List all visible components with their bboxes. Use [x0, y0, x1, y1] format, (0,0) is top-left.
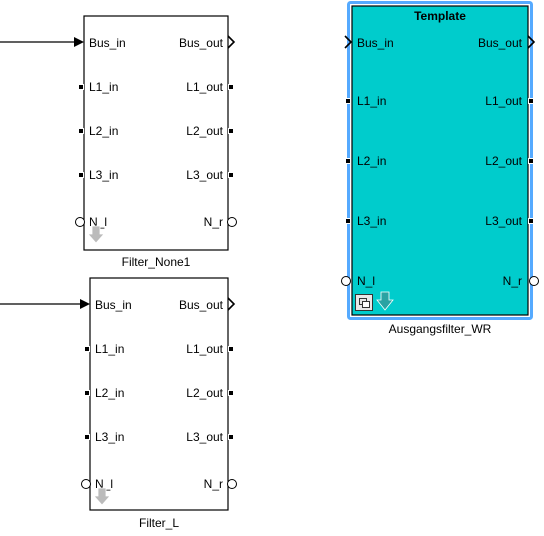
- port-l3-in[interactable]: [78, 172, 84, 178]
- block-name-label[interactable]: Filter_None1: [122, 255, 191, 269]
- port-label-l1-out: L1_out: [485, 94, 522, 108]
- down-arrow-icon[interactable]: [376, 291, 394, 311]
- port-bus-in[interactable]: [344, 35, 353, 49]
- port-l1-in[interactable]: [78, 84, 84, 90]
- port-label-l2-out: L2_out: [485, 154, 522, 168]
- port-l2-in[interactable]: [84, 390, 90, 396]
- port-label-l1-out: L1_out: [186, 80, 223, 94]
- down-arrow-icon[interactable]: [93, 487, 111, 506]
- port-bus-out[interactable]: [527, 35, 536, 49]
- port-label-l1-out: L1_out: [186, 342, 223, 356]
- mask-title: Template: [414, 9, 466, 23]
- port-n-l[interactable]: [341, 276, 351, 286]
- port-l3-out[interactable]: [528, 218, 534, 224]
- block-body[interactable]: [89, 277, 229, 511]
- subsystem-link-icon[interactable]: [355, 294, 373, 311]
- port-bus-out[interactable]: [227, 297, 236, 311]
- port-label-n-l: N_l: [357, 274, 375, 288]
- port-label-l1-in: L1_in: [357, 94, 386, 108]
- port-label-l3-out: L3_out: [186, 168, 223, 182]
- port-l1-out[interactable]: [528, 98, 534, 104]
- block-name-label[interactable]: Ausgangsfilter_WR: [389, 322, 492, 336]
- port-l2-in[interactable]: [345, 158, 351, 164]
- port-l1-out[interactable]: [228, 346, 234, 352]
- bus-in-arrowhead: [74, 37, 84, 47]
- port-label-l2-out: L2_out: [186, 386, 223, 400]
- port-label-l2-in: L2_in: [89, 124, 118, 138]
- port-label-l1-in: L1_in: [89, 80, 118, 94]
- port-n-r[interactable]: [227, 217, 237, 227]
- port-label-bus-out: Bus_out: [179, 36, 224, 50]
- port-l2-in[interactable]: [78, 128, 84, 134]
- port-l3-out[interactable]: [228, 434, 234, 440]
- port-label-bus-out: Bus_out: [478, 36, 523, 50]
- port-bus-out[interactable]: [227, 35, 236, 49]
- port-l1-out[interactable]: [228, 84, 234, 90]
- port-l3-in[interactable]: [345, 218, 351, 224]
- port-label-n-r: N_r: [204, 477, 223, 491]
- port-label-l1-in: L1_in: [95, 342, 124, 356]
- port-n-r[interactable]: [529, 276, 539, 286]
- port-label-n-r: N_r: [204, 215, 223, 229]
- port-l1-in[interactable]: [345, 98, 351, 104]
- port-label-bus-out: Bus_out: [179, 298, 224, 312]
- port-label-n-l: N_l: [89, 215, 107, 229]
- port-label-l3-out: L3_out: [186, 430, 223, 444]
- port-l2-out[interactable]: [228, 128, 234, 134]
- port-label-l3-in: L3_in: [89, 168, 118, 182]
- block-filter-none1[interactable]: Bus_in L1_in L2_in L3_in N_l Bus_out L1_…: [0, 15, 237, 269]
- port-label-l2-in: L2_in: [95, 386, 124, 400]
- port-n-l[interactable]: [81, 479, 91, 489]
- port-label-l2-in: L2_in: [357, 154, 386, 168]
- bus-in-arrowhead: [80, 299, 90, 309]
- port-l1-in[interactable]: [84, 346, 90, 352]
- port-l3-in[interactable]: [84, 434, 90, 440]
- port-label-n-l: N_l: [95, 477, 113, 491]
- port-label-l3-in: L3_in: [357, 214, 386, 228]
- port-l2-out[interactable]: [228, 390, 234, 396]
- port-l3-out[interactable]: [228, 172, 234, 178]
- block-body[interactable]: [83, 15, 229, 251]
- port-label-bus-in: Bus_in: [357, 36, 394, 50]
- port-label-l3-out: L3_out: [485, 214, 522, 228]
- port-n-l[interactable]: [75, 217, 85, 227]
- port-label-n-r: N_r: [503, 274, 522, 288]
- port-label-l2-out: L2_out: [186, 124, 223, 138]
- port-label-bus-in: Bus_in: [95, 298, 132, 312]
- port-label-bus-in: Bus_in: [89, 36, 126, 50]
- port-n-r[interactable]: [227, 479, 237, 489]
- down-arrow-icon[interactable]: [87, 225, 105, 244]
- port-label-l3-in: L3_in: [95, 430, 124, 444]
- port-l2-out[interactable]: [528, 158, 534, 164]
- block-ausgangsfilter-wr[interactable]: Template Bus_in L1_in L2_in L3_in N_l Bu…: [341, 1, 539, 337]
- block-name-label[interactable]: Filter_L: [139, 516, 179, 530]
- block-filter-l[interactable]: Bus_in L1_in L2_in L3_in N_l Bus_out L1_…: [0, 277, 237, 530]
